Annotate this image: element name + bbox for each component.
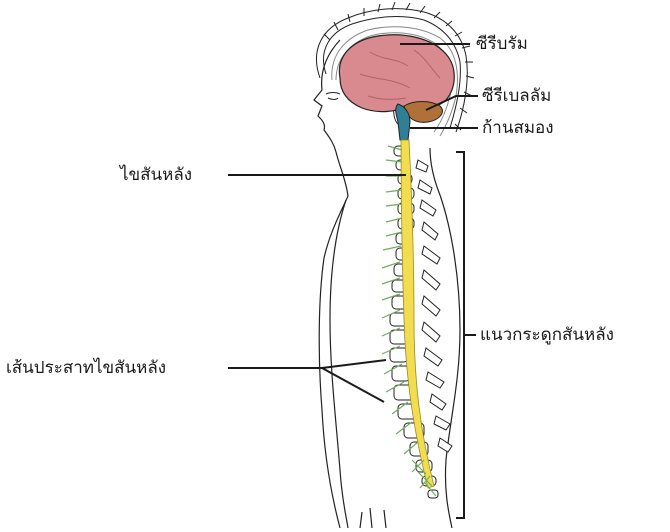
- cerebellum-label: ซีรีเบลลัม: [482, 86, 551, 106]
- cerebrum-label: ซีรีบรัม: [476, 34, 528, 54]
- eye: [326, 93, 340, 100]
- vertebral-column-bracket: [456, 152, 476, 518]
- vertebral-column-label: แนวกระดูกสันหลัง: [480, 325, 614, 345]
- brainstem-label: ก้านสมอง: [482, 118, 554, 138]
- spinal-cord-label: ไขสันหลัง: [120, 165, 192, 185]
- spinal-nerves-label: เส้นประสาทไขสันหลัง: [6, 358, 166, 378]
- cerebrum-shape: [339, 35, 454, 112]
- spinous-processes: [416, 160, 452, 452]
- spinal-nerves-leader-b: [322, 368, 384, 402]
